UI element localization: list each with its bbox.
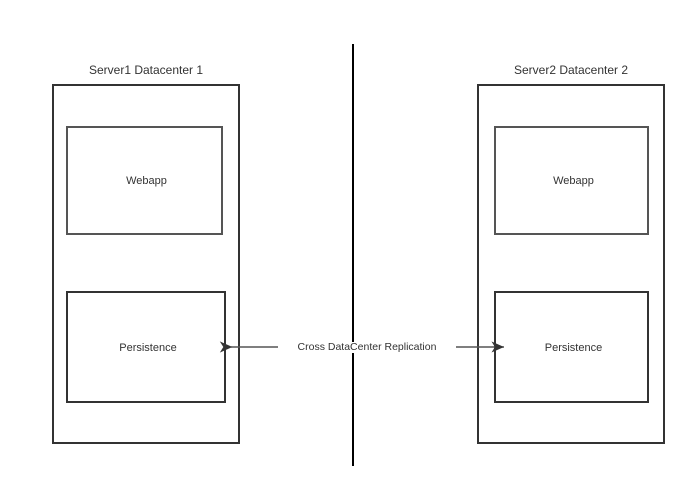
server1-persistence-label: Persistence [119,342,177,354]
server2-webapp-label: Webapp [553,175,594,187]
server1-persistence-box[interactable]: Persistence [66,291,226,403]
server1-title: Server1 Datacenter 1 [88,63,204,77]
server2-persistence-label: Persistence [544,342,603,354]
server1-webapp-box[interactable]: Webapp [66,126,223,235]
replication-edge-label: Cross DataCenter Replication [278,342,456,353]
server2-webapp-box[interactable]: Webapp [494,126,649,235]
datacenter-boundary-line [352,44,354,466]
server1-container[interactable] [52,84,240,444]
server2-title: Server2 Datacenter 2 [513,63,629,77]
server2-container[interactable] [477,84,665,444]
server1-webapp-label: Webapp [126,175,167,187]
